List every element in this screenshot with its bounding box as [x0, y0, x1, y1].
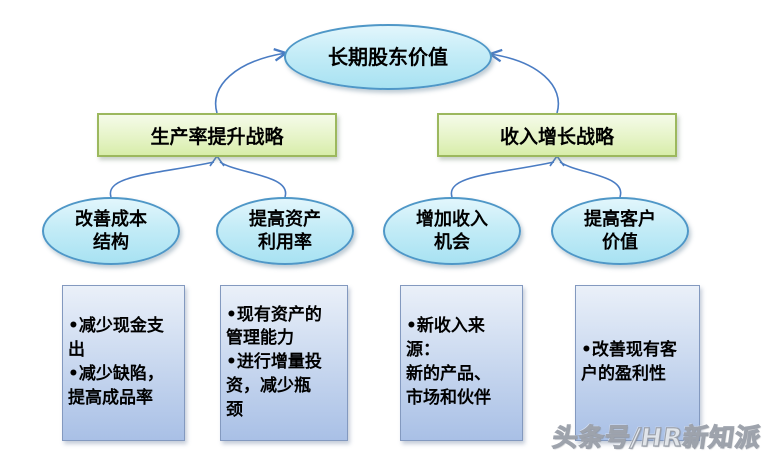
- arrowhead-into-productivity: [209, 154, 225, 167]
- detail-box-cost-structure: •减少现金支 出 •减少缺陷， 提高成品率: [62, 285, 185, 441]
- strategy-box-productivity: 生产率提升战略: [97, 113, 337, 157]
- detail-box-revenue-sources: •新收入来源： 新的产品、 市场和伙伴: [400, 285, 523, 441]
- detail-box-customer-profitability: •改善现有客 户的盈利性: [575, 285, 700, 441]
- curve-cost-to-productivity: [109, 161, 215, 198]
- detail-box-asset-utilization: •现有资产的 管理能力 •进行增量投 资，减少瓶 颈: [220, 285, 348, 441]
- curve-asset-to-productivity: [219, 161, 287, 198]
- root-node-shareholder-value: 长期股东价值: [284, 24, 492, 90]
- objective-ellipse-revenue-opportunity: 增加收入 机会: [383, 197, 521, 265]
- arrow-productivity-to-root: [214, 53, 286, 114]
- objective-ellipse-cost-structure: 改善成本 结构: [42, 197, 180, 265]
- arrow-revenue-to-root: [490, 54, 560, 114]
- strategy-box-revenue-growth: 收入增长战略: [437, 113, 677, 157]
- curve-opportunity-to-revenue: [450, 161, 555, 198]
- arrowhead-into-revenue: [549, 154, 565, 167]
- curve-customer-to-revenue: [559, 161, 622, 198]
- watermark-toutiao-hr: 头条号/HR新知派: [550, 422, 764, 452]
- objective-ellipse-asset-utilization: 提高资产 利用率: [216, 197, 354, 265]
- objective-ellipse-customer-value: 提高客户 价值: [551, 197, 689, 265]
